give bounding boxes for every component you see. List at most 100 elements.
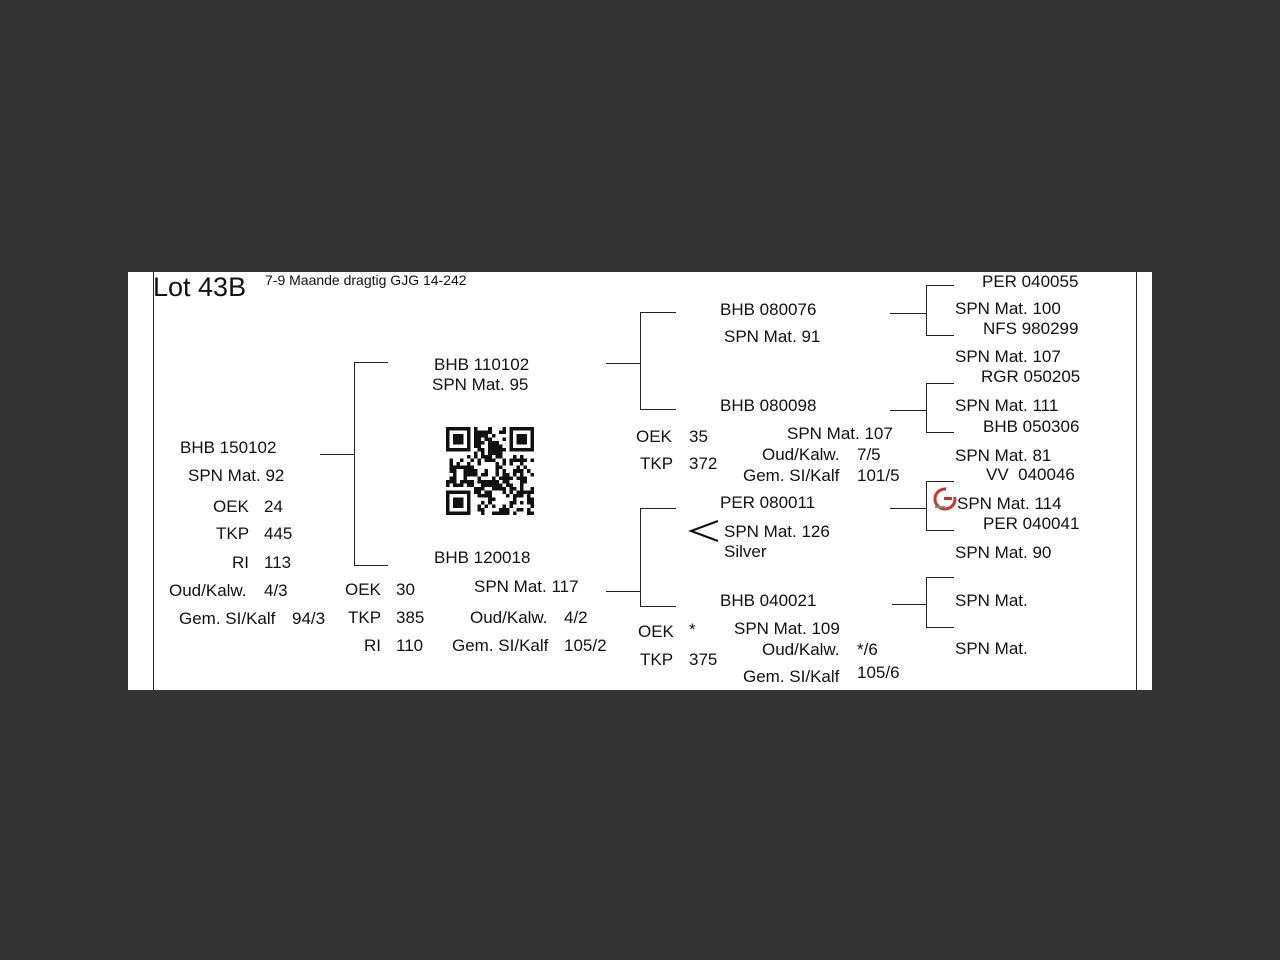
gen3-dd-gem-value: 105/6 <box>857 663 900 682</box>
animal-ri-label: RI <box>232 553 249 572</box>
dam-tkp-label: TKP <box>348 608 382 627</box>
gen4-r4: SPN Mat. 107 <box>955 347 1061 366</box>
gen3-ss-id: BHB 080076 <box>720 300 817 319</box>
gen4-r5: RGR 050205 <box>981 367 1081 386</box>
gen3-sd-gem-value: 101/5 <box>857 466 900 485</box>
connector <box>926 285 927 335</box>
gen4-r10: SPN Mat. 114 <box>957 494 1062 513</box>
gen3-ds-id: PER 080011 <box>720 493 816 512</box>
gen4-r13: SPN Mat. <box>955 591 1028 610</box>
connector <box>606 363 640 364</box>
gen3-dd-id: BHB 040021 <box>720 591 817 610</box>
gen3-sd-mat: SPN Mat. 107 <box>787 424 893 443</box>
gen3-dd-oud-value: */6 <box>857 640 878 659</box>
dam-tkp-value: 385 <box>396 608 425 627</box>
animal-oud-value: 4/3 <box>264 581 288 600</box>
connector <box>892 604 926 605</box>
animal-oek-value: 24 <box>264 497 283 516</box>
right-margin-rule <box>1136 272 1137 690</box>
gen3-sd-tkp-label: TKP <box>640 454 674 473</box>
less-than-chevron-icon <box>688 519 719 543</box>
gen3-dd-tkp-label: TKP <box>640 650 674 669</box>
connector <box>640 508 641 606</box>
dam-id: BHB 120018 <box>434 548 531 567</box>
gen4-r2: SPN Mat. 100 <box>955 299 1061 318</box>
connector <box>320 454 354 455</box>
gen3-sd-tkp-value: 372 <box>689 454 718 473</box>
connector <box>640 508 676 509</box>
connector <box>640 312 676 313</box>
dam-oek-value: 30 <box>396 580 415 599</box>
gen3-dd-gem-label: Gem. SI/Kalf <box>743 667 840 686</box>
connector <box>640 409 676 410</box>
dam-mat: SPN Mat. 117 <box>474 577 579 596</box>
gen3-dd-mat: SPN Mat. 109 <box>734 619 840 638</box>
gen3-sd-id: BHB 080098 <box>720 396 817 415</box>
gen3-dd-oek-label: OEK <box>638 622 674 641</box>
connector <box>606 591 640 592</box>
connector <box>926 383 927 432</box>
dam-ri-label: RI <box>364 636 381 655</box>
connector <box>926 335 954 336</box>
gen4-r12: SPN Mat. 90 <box>955 543 1052 562</box>
gen3-sd-oek-value: 35 <box>689 427 708 446</box>
animal-gem-label: Gem. SI/Kalf <box>179 609 276 628</box>
gen3-sd-oud-value: 7/5 <box>857 445 881 464</box>
gen3-sd-gem-label: Gem. SI/Kalf <box>743 466 840 485</box>
connector <box>926 481 927 530</box>
gen3-dd-tkp-value: 375 <box>689 650 718 669</box>
connector <box>926 481 954 482</box>
animal-id: BHB 150102 <box>180 438 277 457</box>
animal-mat: SPN Mat. 92 <box>188 466 285 485</box>
gen3-sd-oek-label: OEK <box>636 427 672 446</box>
gen4-r9: VV 040046 <box>986 465 1075 484</box>
connector <box>890 508 926 509</box>
gen3-sd-oud-label: Oud/Kalw. <box>762 445 840 464</box>
gen3-ds-extra: Silver <box>724 542 767 561</box>
animal-oud-label: Oud/Kalw. <box>169 581 247 600</box>
gen4-r11: PER 040041 <box>983 514 1080 533</box>
animal-oek-label: OEK <box>213 497 249 516</box>
dam-gem-value: 105/2 <box>564 636 607 655</box>
gen4-r6: SPN Mat. 111 <box>955 396 1059 415</box>
pedigree-sheet: Lot 43B 7-9 Maande dragtig GJG 14-242 BH… <box>128 272 1152 690</box>
animal-tkp-value: 445 <box>264 524 293 543</box>
animal-ri-value: 113 <box>264 553 292 572</box>
connector <box>890 410 926 411</box>
connector <box>640 606 676 607</box>
gen4-r8: SPN Mat. 81 <box>955 446 1052 465</box>
gen3-ds-mat: SPN Mat. 126 <box>724 522 830 541</box>
connector <box>926 627 954 628</box>
animal-gem-value: 94/3 <box>292 609 326 628</box>
dam-gem-label: Gem. SI/Kalf <box>452 636 549 655</box>
sire-mat: SPN Mat. 95 <box>432 375 529 394</box>
gen4-r3: NFS 980299 <box>983 319 1079 338</box>
left-margin-rule <box>153 272 154 690</box>
dam-oud-label: Oud/Kalw. <box>470 608 548 627</box>
connector <box>926 530 954 531</box>
sire-id: BHB 110102 <box>434 355 530 374</box>
gen4-r1: PER 040055 <box>982 272 1079 291</box>
connector <box>926 383 954 384</box>
connector <box>890 313 926 314</box>
breeder-logo-icon <box>933 487 958 511</box>
connector <box>354 362 355 565</box>
connector <box>926 285 954 286</box>
gen4-r7: BHB 050306 <box>983 417 1080 436</box>
gen3-dd-oek-value: * <box>689 620 696 639</box>
animal-tkp-label: TKP <box>216 524 250 543</box>
dam-oek-label: OEK <box>345 580 381 599</box>
connector <box>354 362 388 363</box>
gen4-r14: SPN Mat. <box>955 639 1028 658</box>
gen3-dd-oud-label: Oud/Kalw. <box>762 640 840 659</box>
dam-ri-value: 110 <box>396 636 424 655</box>
qr-code-icon <box>446 427 534 515</box>
gen3-ss-mat: SPN Mat. 91 <box>724 327 821 346</box>
dam-oud-value: 4/2 <box>564 608 588 627</box>
connector <box>926 577 927 627</box>
connector <box>354 565 388 566</box>
connector <box>640 312 641 409</box>
connector <box>926 577 954 578</box>
connector <box>926 432 954 433</box>
lot-title: Lot 43B <box>153 272 247 302</box>
